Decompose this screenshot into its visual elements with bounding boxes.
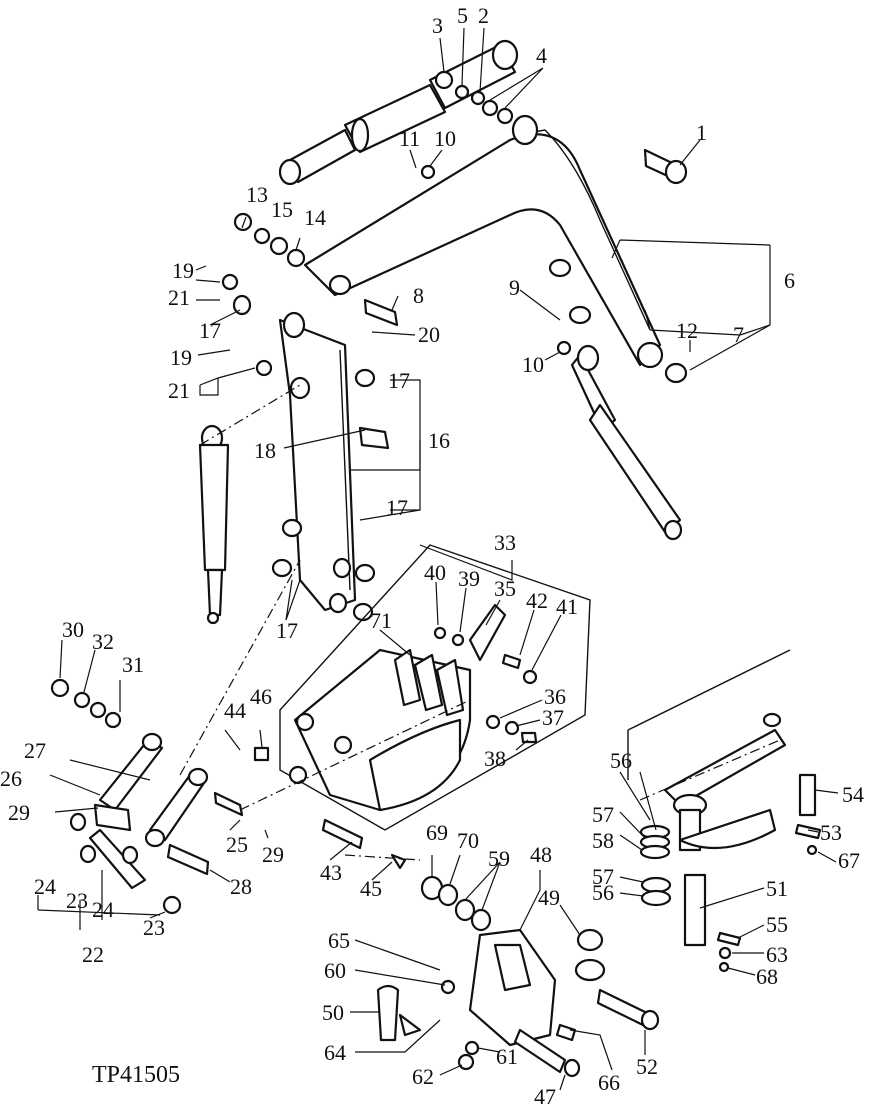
part-label-54: 54 [842, 782, 864, 807]
figure-code: TP41505 [92, 1062, 180, 1088]
part-labels: 1 2 3 4 5 6 7 8 9 10 10 11 12 13 14 15 1… [0, 3, 864, 1106]
part-label-9: 9 [509, 275, 520, 300]
part-label-65: 65 [328, 928, 350, 953]
part-label-61: 61 [496, 1044, 518, 1069]
part-label-3: 3 [432, 13, 443, 38]
part-label-35: 35 [494, 576, 516, 601]
part-label-5: 5 [457, 3, 468, 28]
arm-cylinder [548, 258, 688, 541]
part-label-12: 12 [676, 318, 698, 343]
part-label-51: 51 [766, 876, 788, 901]
dipper-stick [271, 311, 390, 622]
part-label-36: 36 [544, 684, 566, 709]
part-label-17d: 17 [276, 618, 298, 643]
part-label-18: 18 [254, 438, 276, 463]
part-label-45: 45 [360, 876, 382, 901]
part-label-55: 55 [766, 912, 788, 937]
part-label-25: 25 [226, 832, 248, 857]
part-label-11: 11 [399, 126, 420, 151]
part-label-17a: 17 [199, 318, 221, 343]
part-label-37: 37 [542, 705, 564, 730]
part-label-42: 42 [526, 588, 548, 613]
part-label-44: 44 [224, 698, 246, 723]
part-label-19a: 19 [172, 258, 194, 283]
part-label-48: 48 [530, 842, 552, 867]
part-label-71: 71 [370, 608, 392, 633]
part-label-23b: 23 [143, 915, 165, 940]
part-label-16: 16 [428, 428, 450, 453]
swing-frame [627, 649, 822, 973]
part-label-10b: 10 [522, 352, 544, 377]
part-label-40: 40 [424, 560, 446, 585]
part-label-10a: 10 [434, 126, 456, 151]
part-label-70: 70 [457, 828, 479, 853]
bucket-assembly-box [279, 544, 591, 831]
part-label-2: 2 [478, 3, 489, 28]
part-label-23a: 23 [66, 888, 88, 913]
part-label-20: 20 [418, 322, 440, 347]
part-label-13: 13 [246, 182, 268, 207]
part-label-56a: 56 [610, 748, 632, 773]
leader-lines [37, 27, 839, 1091]
bucket-linkage [50, 678, 407, 915]
part-label-58: 58 [592, 828, 614, 853]
part-label-28: 28 [230, 874, 252, 899]
part-label-52: 52 [636, 1054, 658, 1079]
part-label-7: 7 [733, 322, 744, 347]
part-label-59: 59 [488, 846, 510, 871]
part-label-68: 68 [756, 964, 778, 989]
part-label-29a: 29 [8, 800, 30, 825]
part-label-30: 30 [62, 617, 84, 642]
part-label-32: 32 [92, 629, 114, 654]
part-label-41: 41 [556, 594, 578, 619]
part-label-17b: 17 [388, 368, 410, 393]
part-label-66: 66 [598, 1070, 620, 1095]
part-label-62: 62 [412, 1064, 434, 1089]
part-label-17c: 17 [386, 495, 408, 520]
part-label-14: 14 [304, 205, 326, 230]
part-label-53: 53 [820, 820, 842, 845]
part-label-56b: 56 [592, 880, 614, 905]
part-label-63: 63 [766, 942, 788, 967]
part-label-64: 64 [324, 1040, 346, 1065]
swing-bracket [376, 875, 660, 1078]
part-label-21b: 21 [168, 378, 190, 403]
boom-hardware [221, 70, 688, 377]
part-label-24a: 24 [34, 874, 56, 899]
part-label-31: 31 [122, 652, 144, 677]
part-label-24b: 24 [92, 897, 114, 922]
part-label-27: 27 [24, 738, 46, 763]
part-label-43: 43 [320, 860, 342, 885]
part-label-22: 22 [82, 942, 104, 967]
part-label-4: 4 [536, 43, 547, 68]
part-label-39: 39 [458, 566, 480, 591]
part-label-46: 46 [250, 684, 272, 709]
part-label-38: 38 [484, 746, 506, 771]
boom-arm [303, 114, 664, 369]
part-label-1: 1 [696, 120, 707, 145]
part-label-21a: 21 [168, 285, 190, 310]
assembly-centerlines [179, 384, 781, 861]
part-label-26: 26 [0, 766, 22, 791]
part-label-57a: 57 [592, 802, 614, 827]
part-label-8: 8 [413, 283, 424, 308]
boom-cylinder [278, 39, 519, 186]
part-label-69: 69 [426, 820, 448, 845]
part-label-33: 33 [494, 530, 516, 555]
part-label-67: 67 [838, 848, 860, 873]
part-label-15: 15 [271, 197, 293, 222]
part-label-29b: 29 [262, 842, 284, 867]
part-label-60: 60 [324, 958, 346, 983]
bucket-cylinder [198, 424, 230, 625]
part-label-49: 49 [538, 885, 560, 910]
part-label-57b: 57 [592, 864, 614, 889]
part-label-50: 50 [322, 1000, 344, 1025]
part-label-47: 47 [534, 1084, 556, 1106]
part-label-19b: 19 [170, 345, 192, 370]
part-label-6: 6 [784, 268, 795, 293]
